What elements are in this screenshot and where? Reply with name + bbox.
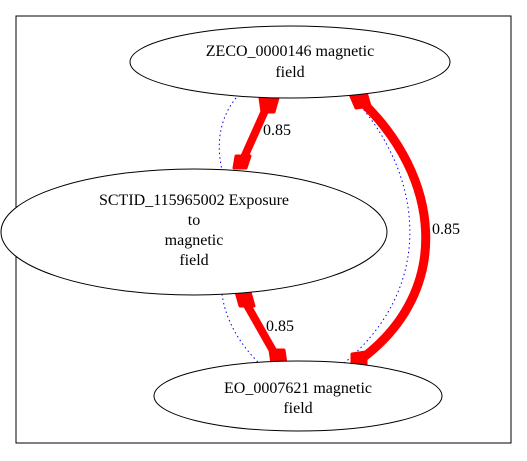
node-zeco-shape bbox=[129, 25, 451, 99]
node-sctid-label-line-1: SCTID_115965002 Exposure bbox=[99, 192, 289, 209]
node-sctid-label-line-3: magnetic bbox=[165, 232, 224, 249]
edge-weight-sctid-eo: 0.85 bbox=[266, 318, 294, 335]
node-zeco-label-line-2: field bbox=[275, 64, 304, 81]
node-sctid-label-line-4: field bbox=[179, 252, 208, 269]
node-zeco: ZECO_0000146 magnetic field bbox=[129, 25, 451, 99]
node-eo: EO_0007621 magnetic field bbox=[153, 360, 443, 432]
node-eo-shape bbox=[153, 360, 443, 432]
node-sctid-label-line-2: to bbox=[188, 212, 200, 229]
edge-weight-zeco-eo: 0.85 bbox=[432, 221, 460, 238]
edge-weight-zeco-sctid: 0.85 bbox=[263, 122, 291, 139]
weak-edge-sctid-eo bbox=[221, 293, 263, 367]
weak-edge-zeco-eo bbox=[337, 95, 411, 369]
node-eo-label-line-1: EO_0007621 magnetic bbox=[224, 380, 372, 397]
strong-edge-sctid-eo bbox=[234, 290, 288, 366]
node-sctid-shape bbox=[0, 168, 388, 296]
node-sctid: SCTID_115965002 Exposure to magnetic fie… bbox=[0, 168, 388, 296]
node-eo-label-line-2: field bbox=[283, 400, 312, 417]
node-zeco-label-line-1: ZECO_0000146 magnetic bbox=[206, 43, 374, 60]
weak-edge-zeco-sctid bbox=[218, 97, 237, 171]
